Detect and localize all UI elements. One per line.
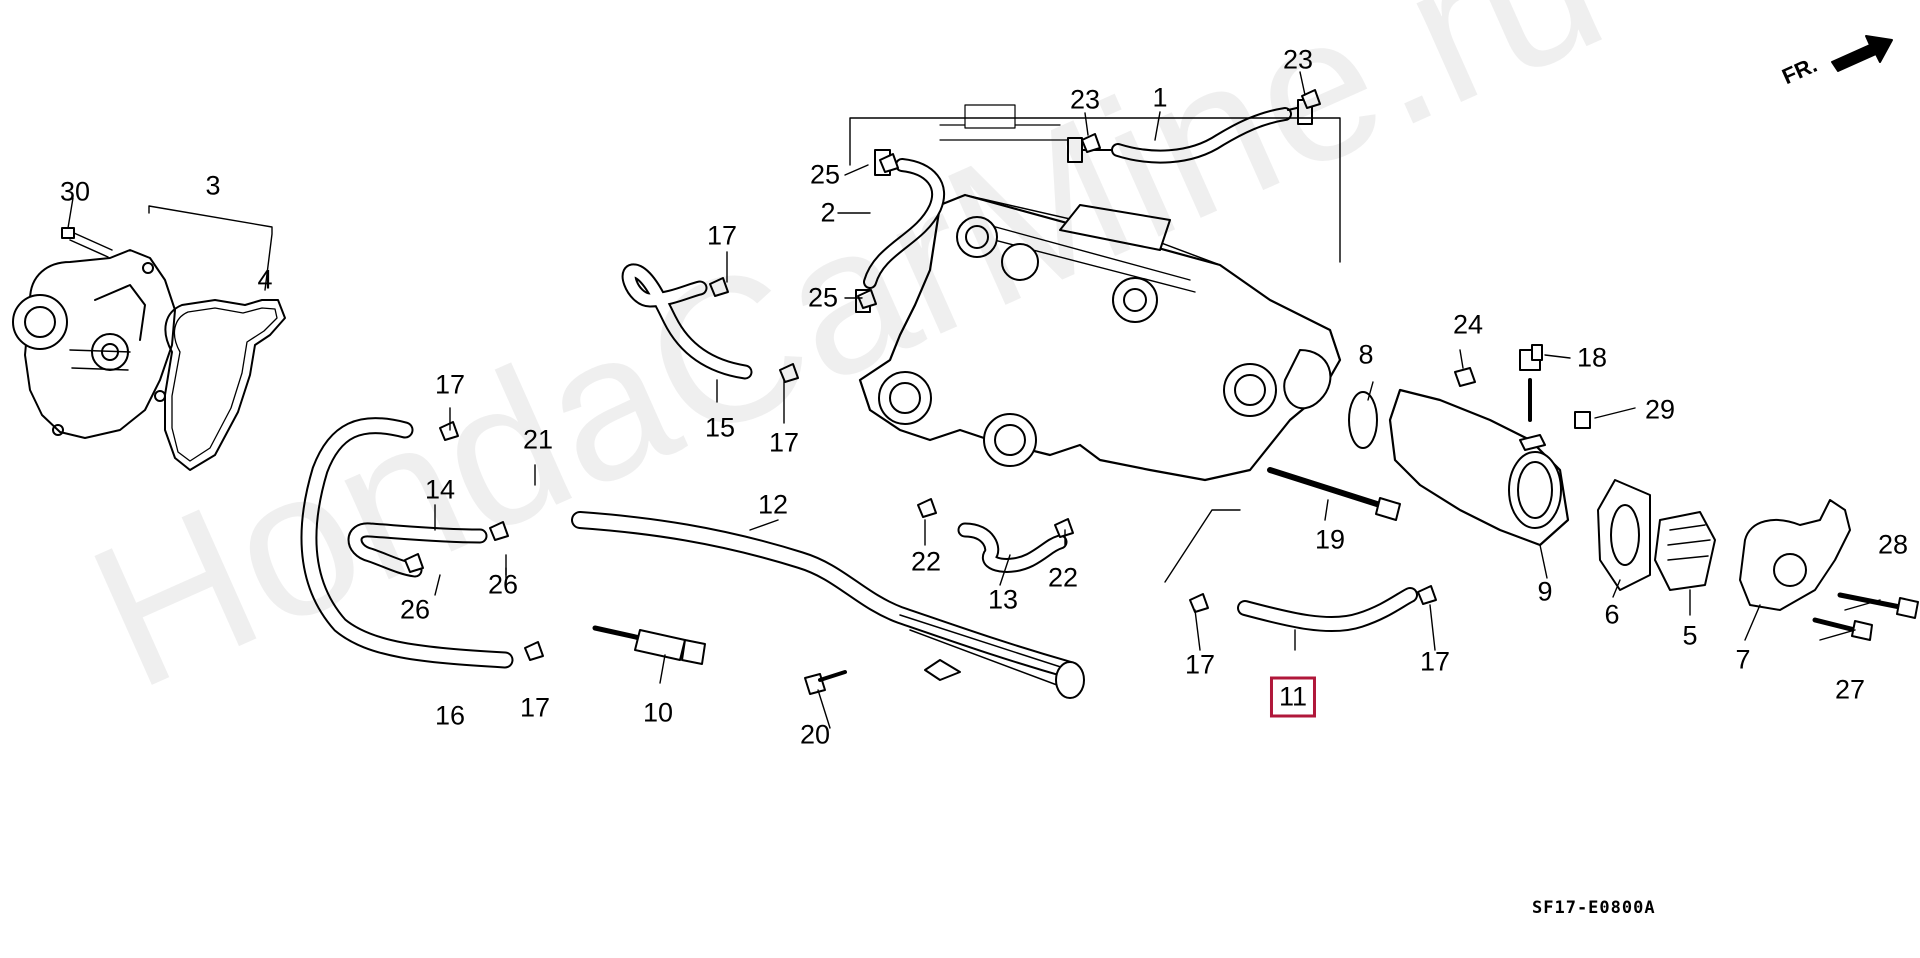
o-ring-8-drawing [1348,391,1378,449]
thermostat-5-drawing [1654,511,1716,591]
bracket-line-1 [849,117,1341,263]
bolt-19-drawing [1267,467,1401,521]
callout-8[interactable]: 8 [1358,339,1374,370]
callout-14[interactable]: 14 [424,474,456,505]
callout-29[interactable]: 29 [1644,394,1676,425]
water-pump-assembly [12,227,176,439]
bolt-28-drawing [1837,592,1919,619]
callout-11[interactable]: 11 [1269,676,1317,718]
cylinder-head [858,104,1342,482]
callout-17-mid[interactable]: 17 [768,427,800,458]
bolt-29-drawing [1574,411,1591,429]
leader-lines [67,71,1881,729]
callout-7[interactable]: 7 [1735,644,1751,675]
hose-1-drawing [1067,99,1313,164]
callout-20[interactable]: 20 [799,719,831,750]
callout-23-left[interactable]: 23 [1069,84,1101,115]
pump-gasket [164,299,286,471]
callout-25-bottom[interactable]: 25 [807,282,839,313]
callout-4[interactable]: 4 [257,264,273,295]
callout-17-hose11-right[interactable]: 17 [1419,646,1451,677]
bolt-27-drawing [1812,617,1873,641]
diagram-code: SF17-E0800A [1532,898,1656,918]
thermostat-housing [1388,349,1570,547]
callout-26-right[interactable]: 26 [487,569,519,600]
callout-22-left[interactable]: 22 [910,546,942,577]
bolt-20-drawing [804,670,847,695]
callout-22-right[interactable]: 22 [1047,562,1079,593]
callout-3[interactable]: 3 [205,170,221,201]
callout-16[interactable]: 16 [434,700,466,731]
callout-6[interactable]: 6 [1604,599,1620,630]
sensor-10-drawing [592,625,706,665]
gasket-6-drawing [1597,479,1651,591]
callout-10[interactable]: 10 [642,697,674,728]
hose-15-drawing [621,263,753,380]
callout-12[interactable]: 12 [757,489,789,520]
callout-23-right[interactable]: 23 [1282,44,1314,75]
callout-25-top[interactable]: 25 [809,159,841,190]
callout-26-left[interactable]: 26 [399,594,431,625]
callout-28[interactable]: 28 [1877,529,1909,560]
pipe-12-drawing [571,511,1085,699]
callout-21[interactable]: 21 [522,424,554,455]
hose-16-drawing [300,417,514,669]
callout-30[interactable]: 30 [59,176,91,207]
callout-1[interactable]: 1 [1152,82,1168,113]
clamp-icons [404,89,1437,661]
sensor-18-drawing [1531,344,1543,361]
callout-2[interactable]: 2 [820,197,836,228]
bracket-line-3-4 [148,205,273,291]
callout-13[interactable]: 13 [987,584,1019,615]
hose-13-drawing [957,522,1068,573]
front-arrow-icon [1831,35,1893,72]
callout-17-left[interactable]: 17 [434,369,466,400]
callout-17-hose11-left[interactable]: 17 [1184,649,1216,680]
callout-18[interactable]: 18 [1576,342,1608,373]
hose-14-drawing [347,522,488,578]
callout-9[interactable]: 9 [1537,576,1553,607]
nut-24-drawing [1454,367,1476,387]
bracket-line-11 [1164,509,1241,583]
callout-17-bottom[interactable]: 17 [519,692,551,723]
callout-15[interactable]: 15 [704,412,736,443]
hose-11-drawing [1237,587,1418,633]
callout-24[interactable]: 24 [1452,309,1484,340]
water-outlet-7-drawing [1739,499,1851,611]
callout-5[interactable]: 5 [1682,620,1698,651]
callout-19[interactable]: 19 [1314,524,1346,555]
callout-17-top[interactable]: 17 [706,220,738,251]
callout-27[interactable]: 27 [1834,674,1866,705]
